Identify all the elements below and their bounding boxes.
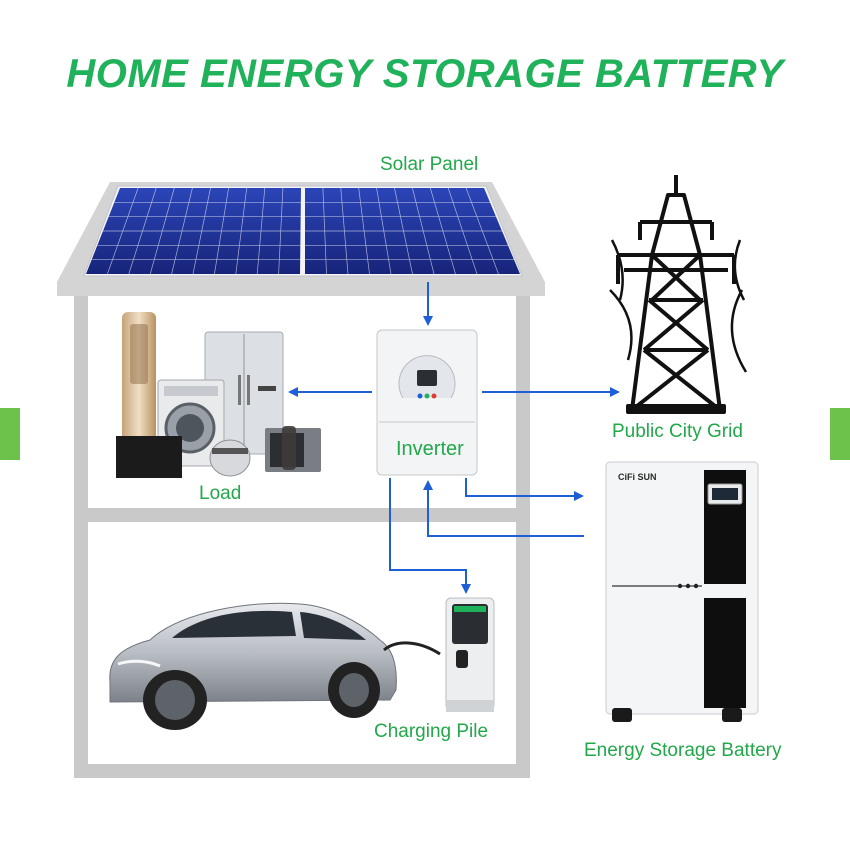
battery-brand-label: CiFi SUN [618, 472, 657, 482]
label-charging-pile: Charging Pile [374, 721, 489, 742]
power-tower-icon [609, 175, 748, 414]
left-side-tab [0, 408, 20, 460]
electric-car-icon [109, 602, 441, 730]
flow-arrows [288, 282, 620, 594]
label-battery: Energy Storage Battery [584, 740, 782, 761]
label-load: Load [199, 483, 242, 504]
home-appliances-icon [116, 312, 321, 478]
arrow-inverter-to-battery [465, 478, 584, 501]
battery-cabinet-icon: CiFi SUN [605, 461, 759, 722]
right-side-tab [830, 408, 850, 460]
solar-panel-icon [83, 185, 523, 277]
arrow-inverter-to-charger [389, 478, 471, 594]
label-solar-panel: Solar Panel [380, 154, 479, 175]
inverter-icon [376, 329, 478, 476]
label-inverter: Inverter [396, 438, 464, 460]
charging-pile-icon [445, 597, 495, 712]
arrow-battery-to-inverter [423, 480, 584, 537]
label-public-grid: Public City Grid [612, 421, 743, 442]
page-title: HOME ENERGY STORAGE BATTERY [66, 52, 784, 96]
